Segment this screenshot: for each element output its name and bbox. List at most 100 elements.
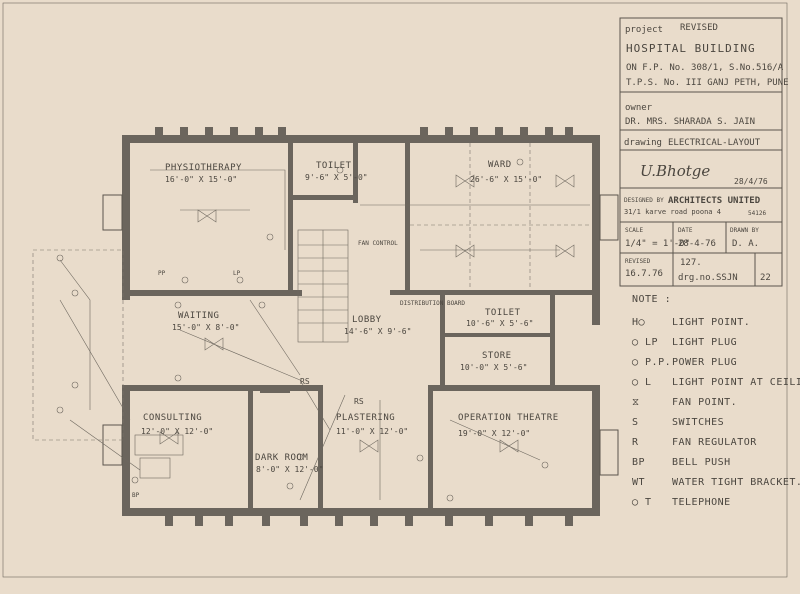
revised-value: 16.7.76 (625, 269, 663, 279)
legend-symbol: ◯ L (632, 377, 652, 388)
drg-no-value: SSJN (716, 273, 738, 283)
east-window-lower (599, 429, 619, 476)
regulator-switch-label-1: RS (300, 377, 310, 386)
power-plug-label: PP (158, 270, 166, 277)
drawing-name: ELECTRICAL-LAYOUT (668, 138, 761, 148)
legend-text: WATER TIGHT BRACKET. (672, 477, 800, 488)
legend-symbol: S (632, 417, 639, 428)
drg-no-top: 127. (680, 258, 702, 268)
legend-text: LIGHT PLUG (672, 337, 737, 348)
signature: U.Bhotge (640, 162, 710, 180)
west-window-lower (102, 424, 123, 466)
room-ward-size: 26'-6" X 15'-0" (470, 175, 542, 184)
drg-no-label: drg.no. (678, 273, 716, 283)
legend-heading: NOTE : (632, 294, 671, 305)
owner-label: owner (625, 103, 653, 113)
east-wall (592, 135, 600, 325)
physio-south-wall (122, 290, 302, 296)
legend-text: BELL PUSH (672, 457, 731, 468)
legend-symbol: ◯ T (632, 497, 652, 508)
consulting-couch (139, 457, 171, 479)
light-point-icon (56, 158, 549, 502)
legend: NOTE : H◯ LIGHT POINT. ◯ LP LIGHT PLUG◯ P.P… (632, 294, 800, 508)
legend-symbol: WT (632, 477, 645, 488)
room-ward-name: WARD (488, 160, 512, 170)
room-toilet-2-name: TOILET (485, 308, 521, 318)
room-toilet-2-size: 10'-6" X 5'-6" (466, 319, 533, 328)
room-plastering-size: 11'-0" X 12'-0" (336, 427, 408, 436)
legend-symbol: R (632, 437, 639, 448)
room-physiotherapy-size: 16'-0" X 15'-0" (165, 175, 237, 184)
ot-north-wall (430, 385, 600, 391)
room-operation-theatre-size: 19'-0" X 12'-0" (458, 429, 530, 438)
room-lobby-size: 14'-6" X 9'-6" (344, 327, 411, 336)
firm-phone: 54126 (748, 210, 766, 217)
west-window-upper (102, 194, 123, 231)
room-waiting-size: 15'-0" X 8'-0" (172, 323, 239, 332)
south-wall (122, 508, 600, 516)
toilet-east-wall (353, 143, 358, 203)
floor-plan: PHYSIOTHERAPY 16'-0" X 15'-0" TOILET 9'-… (32, 127, 619, 526)
darkroom-entry-wall (260, 387, 290, 393)
legend-text: SWITCHES (672, 417, 724, 428)
legend-symbol: ◯ P.P. (632, 357, 671, 368)
legend-symbol: H◯ (632, 317, 645, 328)
plastering-east-wall (428, 385, 433, 511)
drg-no-sheet: 22 (760, 273, 771, 283)
drawn-by-label: DRAWN BY (730, 227, 759, 234)
store-east-wall (550, 295, 555, 390)
north-pilasters (155, 127, 573, 137)
legend-text: FAN POINT. (672, 397, 737, 408)
light-plug-label: LP (233, 270, 241, 277)
room-operation-theatre-name: OPERATION THEATRE (458, 413, 559, 423)
room-darkroom-size: 8'-0" X 12'-0" (256, 465, 323, 474)
project-line-2: ON F.P. No. 308/1, S.No.516/A (626, 63, 784, 73)
sheet-border (2, 2, 788, 578)
project-line-3: T.P.S. No. III GANJ PETH, PUNE (626, 78, 789, 88)
date-value: 28-4-76 (678, 239, 716, 249)
wiring-runs (59, 169, 590, 501)
regulator-switch-label-2: RS (354, 397, 364, 406)
west-wall-upper (122, 135, 130, 300)
ward-south-wall (390, 290, 600, 295)
drawn-by-value: D. A. (732, 239, 759, 249)
ward-west-wall (405, 143, 410, 293)
project-line-1: HOSPITAL BUILDING (626, 42, 756, 55)
toilet-store-west-wall (440, 295, 445, 390)
revised-label: REVISED (625, 258, 651, 265)
drawing-label: drawing (624, 138, 662, 148)
legend-text: LIGHT POINT AT CEILING (672, 377, 800, 388)
south-pilasters (165, 514, 573, 526)
consulting-table (134, 434, 184, 456)
date-label: DATE (678, 227, 693, 234)
firm-address: 31/1 karve road poona 4 (624, 208, 721, 216)
distribution-board-label: DISTRIBUTION BOARD (400, 300, 465, 307)
firm-name: ARCHITECTS UNITED (668, 196, 761, 206)
room-store-name: STORE (482, 351, 512, 361)
room-darkroom-name: DARK ROOM (255, 453, 308, 463)
darkroom-east-wall (318, 385, 323, 511)
consulting-north-wall (122, 385, 322, 391)
room-store-size: 10'-0" X 5'-6" (460, 363, 527, 372)
north-wall (122, 135, 600, 143)
bell-push-label: BP (132, 492, 140, 499)
legend-text: POWER PLUG (672, 357, 737, 368)
legend-text: FAN REGULATOR (672, 437, 757, 448)
staircase (297, 229, 349, 343)
signature-date: 28/4/76 (734, 177, 768, 186)
room-toilet-1-name: TOILET (316, 161, 352, 171)
room-toilet-1-size: 9'-6" X 5'-0" (305, 173, 368, 182)
room-consulting-size: 12'-0" X 12'-0" (141, 427, 213, 436)
legend-text: LIGHT POINT. (672, 317, 750, 328)
toilet-south-wall (293, 195, 358, 200)
revised-stamp: REVISED (680, 23, 718, 33)
legend-symbol: ◯ LP (632, 337, 658, 348)
designed-by-label: DESIGNED BY (624, 197, 664, 204)
owner-name: DR. MRS. SHARADA S. JAIN (625, 117, 755, 127)
fan-point-icon (159, 174, 575, 453)
east-wall-lower (592, 385, 600, 515)
room-lobby-name: LOBBY (352, 315, 382, 325)
room-labels: PHYSIOTHERAPY 16'-0" X 15'-0" TOILET 9'-… (141, 160, 559, 474)
